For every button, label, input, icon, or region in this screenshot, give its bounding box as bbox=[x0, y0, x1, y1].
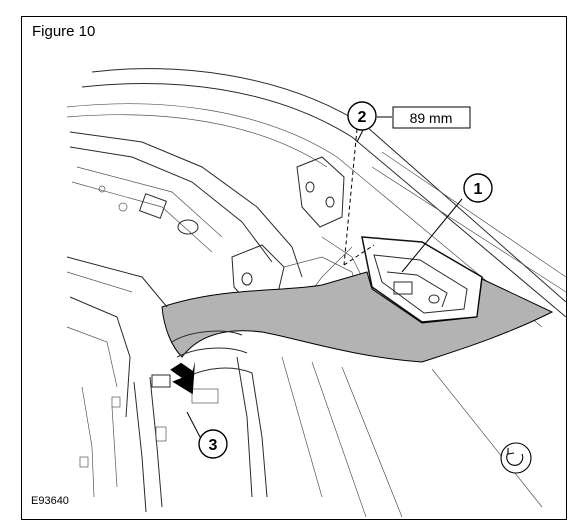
latch-mechanism bbox=[306, 236, 483, 323]
reference-code: E93640 bbox=[31, 495, 69, 507]
callout-2-label: 2 bbox=[358, 109, 367, 126]
hinge-structure bbox=[69, 131, 368, 308]
callout-2: 2 bbox=[347, 101, 377, 131]
rotate-icon bbox=[500, 442, 532, 474]
technical-illustration: 1 2 3 89 mm bbox=[66, 68, 566, 518]
callout-1: 1 bbox=[463, 173, 493, 203]
measurement-guide bbox=[343, 128, 375, 266]
lower-pillar bbox=[133, 330, 543, 518]
callout-1-label: 1 bbox=[474, 181, 483, 198]
dimension-text: 89 mm bbox=[410, 110, 453, 126]
trim-panel bbox=[161, 271, 554, 363]
callout-3-label: 3 bbox=[209, 437, 218, 454]
callout-3: 3 bbox=[198, 429, 228, 459]
figure-frame: Figure 10 bbox=[21, 16, 567, 520]
roof-frame-lines bbox=[66, 68, 566, 328]
body-side-lines bbox=[66, 256, 168, 498]
arrow-icon bbox=[170, 361, 196, 395]
dimension-label: 89 mm bbox=[392, 106, 471, 129]
figure-title: Figure 10 bbox=[32, 23, 96, 40]
